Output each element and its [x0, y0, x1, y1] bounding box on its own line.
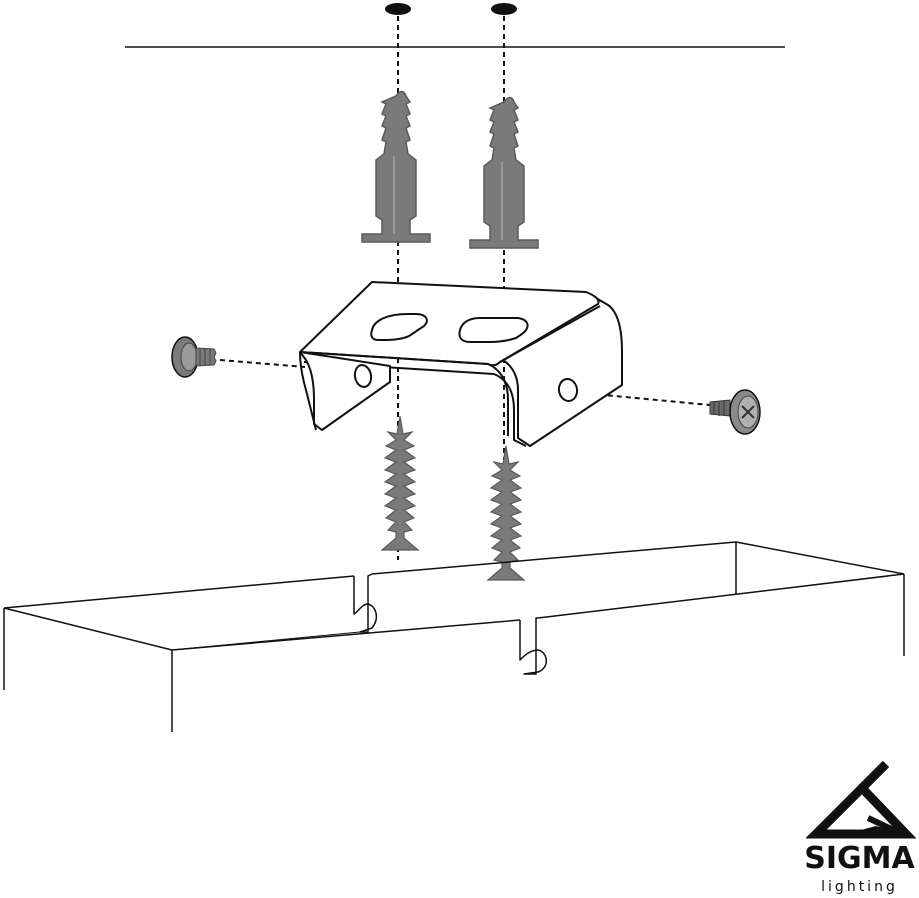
wood-screw-right — [487, 445, 525, 581]
wall-plug-left — [361, 90, 431, 243]
sigma-lamp-logo-icon — [806, 760, 917, 839]
brand-name: SIGMA — [804, 841, 915, 876]
mounting-bracket — [299, 281, 623, 447]
wall-plug-right — [469, 96, 539, 249]
brand-subtitle: lighting — [821, 879, 898, 895]
bracket-screw-right — [709, 389, 761, 435]
brand-block: SIGMA lighting — [798, 756, 919, 898]
drill-hole-left — [385, 3, 411, 15]
luminaire-housing — [3, 541, 905, 732]
bracket-screw-left — [171, 336, 217, 378]
wood-screw-left — [381, 415, 419, 551]
drill-hole-right — [491, 3, 517, 15]
guide-line-screw-left — [219, 359, 306, 368]
